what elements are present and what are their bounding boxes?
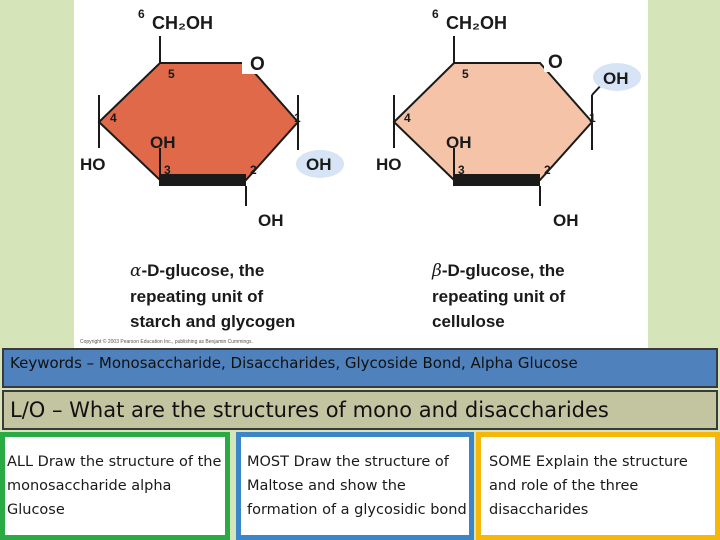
beta-c4-ho: HO [376, 155, 402, 174]
alpha-caption-line1: -D-glucose, the [141, 261, 265, 280]
beta-ring-oxygen: O [548, 52, 563, 73]
copyright-notice: Copyright © 2003 Pearson Education Inc.,… [80, 339, 253, 345]
alpha-carbon3: 3 [164, 163, 171, 177]
alpha-ring [97, 62, 300, 181]
beta-carbon5: 5 [462, 67, 469, 81]
alpha-symbol: α [130, 261, 142, 281]
alpha-c4-ho: HO [80, 155, 106, 174]
alpha-carbon6: 6 [138, 7, 145, 21]
alpha-ring-oxygen: O [250, 54, 265, 75]
alpha-carbon4: 4 [110, 111, 117, 125]
beta-caption-line3: cellulose [432, 312, 505, 331]
task-some-box: SOME Explain the structure and role of t… [476, 432, 720, 540]
alpha-c1-oh: OH [306, 155, 332, 174]
alpha-carbon2: 2 [250, 163, 257, 177]
beta-ring-front-edge [454, 174, 540, 186]
beta-symbol: β [432, 261, 442, 281]
beta-c3-oh: OH [446, 133, 472, 152]
beta-ch2oh: CH₂OH [446, 13, 507, 33]
task-most-text: MOST Draw the structure of Maltose and s… [247, 454, 467, 518]
beta-glucose-structure: 6 CH₂OH O 5 4 1 3 2 OH HO OH OH [376, 7, 641, 230]
task-all-box: ALL Draw the structure of the monosaccha… [0, 432, 230, 540]
alpha-carbon1: 1 [294, 111, 301, 125]
beta-oh-highlight [593, 63, 641, 91]
beta-caption: β-D-glucose, the repeating unit of cellu… [432, 258, 565, 334]
beta-carbon3: 3 [458, 163, 465, 177]
beta-c2-oh: OH [553, 211, 579, 230]
beta-caption-line1: -D-glucose, the [441, 261, 565, 280]
beta-c1-oh: OH [603, 69, 629, 88]
alpha-c2-oh: OH [258, 211, 284, 230]
glucose-figure: 6 CH₂OH O 5 4 1 3 2 OH HO OH OH 6 CH [74, 0, 648, 348]
task-some-text: SOME Explain the structure and role of t… [489, 454, 688, 518]
beta-carbon1: 1 [589, 111, 596, 125]
alpha-c3-oh: OH [150, 133, 176, 152]
task-most-box: MOST Draw the structure of Maltose and s… [236, 432, 474, 540]
alpha-caption-line3: starch and glycogen [130, 312, 296, 331]
alpha-carbon5: 5 [168, 67, 175, 81]
alpha-caption-line2: repeating unit of [130, 287, 264, 306]
alpha-ring-front-edge [160, 174, 246, 186]
beta-ring [392, 62, 594, 181]
learning-objective-bar: L/O – What are the structures of mono an… [2, 390, 718, 430]
keywords-bar: Keywords – Monosaccharide, Disaccharides… [2, 348, 718, 388]
beta-caption-line2: repeating unit of [432, 287, 566, 306]
glucose-structures-diagram: 6 CH₂OH O 5 4 1 3 2 OH HO OH OH 6 CH [80, 7, 641, 230]
task-all-text: ALL Draw the structure of the monosaccha… [7, 454, 222, 518]
alpha-oh-highlight [296, 150, 344, 178]
alpha-ch2oh: CH₂OH [152, 13, 213, 33]
beta-carbon6: 6 [432, 7, 439, 21]
alpha-caption: α-D-glucose, the repeating unit of starc… [130, 258, 295, 334]
beta-carbon4: 4 [404, 111, 411, 125]
alpha-glucose-structure: 6 CH₂OH O 5 4 1 3 2 OH HO OH OH [80, 7, 344, 230]
beta-carbon2: 2 [544, 163, 551, 177]
